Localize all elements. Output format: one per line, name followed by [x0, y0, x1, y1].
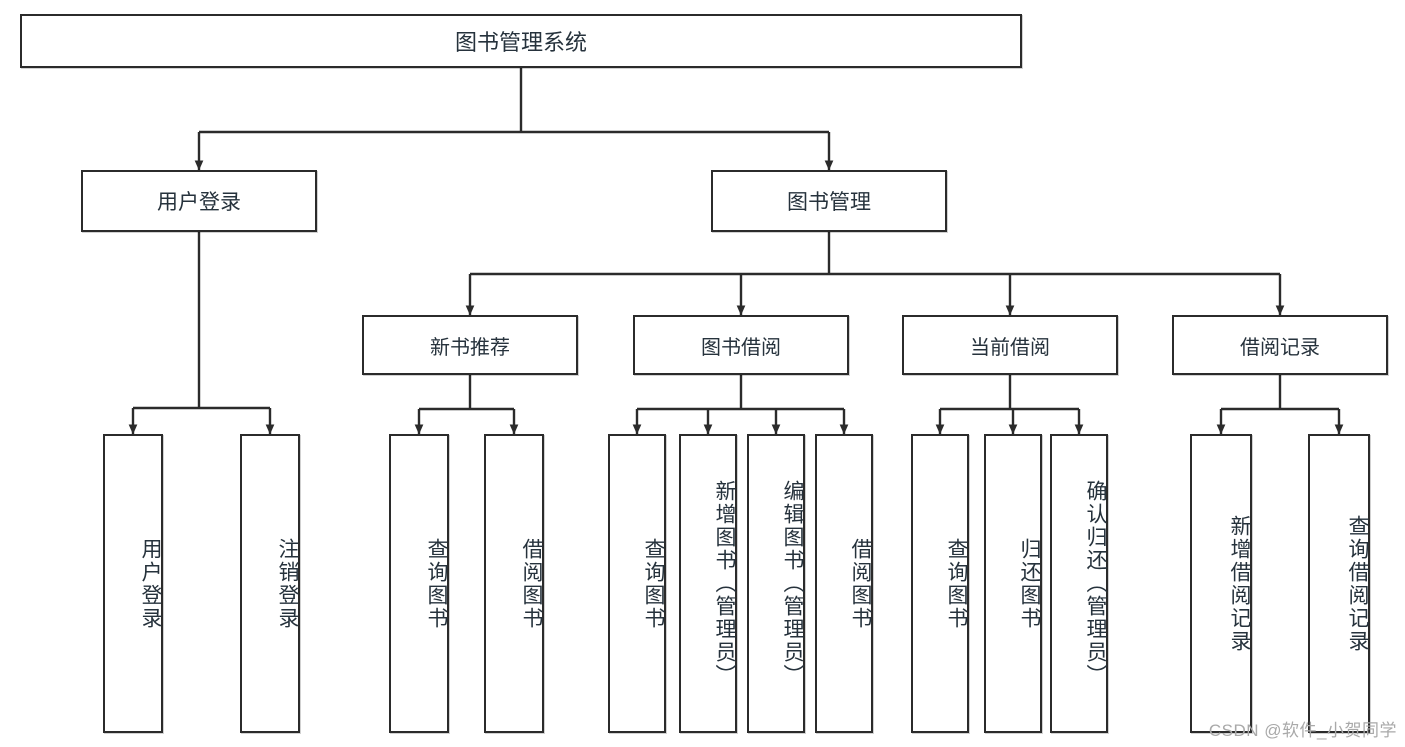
node-label: 用户登录 — [157, 191, 241, 214]
node-leaf-new-query[interactable]: 查询图书 — [389, 434, 449, 733]
node-label: 确认归还（管理员） — [1084, 480, 1107, 687]
node-label: 新增图书（管理员） — [713, 480, 736, 687]
node-leaf-user-logout[interactable]: 注销登录 — [240, 434, 300, 733]
node-label: 新增借阅记录 — [1228, 514, 1251, 653]
node-leaf-c-confirm[interactable]: 确认归还（管理员） — [1050, 434, 1108, 733]
node-label: 注销登录 — [276, 537, 299, 630]
node-label: 查询图书 — [945, 537, 968, 630]
node-leaf-b-borrow[interactable]: 借阅图书 — [815, 434, 873, 733]
node-leaf-b-query[interactable]: 查询图书 — [608, 434, 666, 733]
node-bookmgmt[interactable]: 图书管理 — [711, 170, 947, 232]
node-root[interactable]: 图书管理系统 — [20, 14, 1022, 68]
node-login[interactable]: 用户登录 — [81, 170, 317, 232]
node-label: 归还图书 — [1018, 537, 1041, 630]
node-label: 图书管理系统 — [454, 30, 587, 55]
node-leaf-r-query[interactable]: 查询借阅记录 — [1308, 434, 1370, 733]
node-label: 编辑图书（管理员） — [781, 480, 804, 687]
node-records[interactable]: 借阅记录 — [1172, 315, 1388, 375]
node-leaf-b-edit[interactable]: 编辑图书（管理员） — [747, 434, 805, 733]
node-leaf-b-add[interactable]: 新增图书（管理员） — [679, 434, 737, 733]
node-label: 查询图书 — [425, 537, 448, 630]
node-label: 当前借阅 — [970, 336, 1050, 359]
node-current[interactable]: 当前借阅 — [902, 315, 1118, 375]
node-borrow[interactable]: 图书借阅 — [633, 315, 849, 375]
node-leaf-user-login[interactable]: 用户登录 — [103, 434, 163, 733]
node-leaf-c-query[interactable]: 查询图书 — [911, 434, 969, 733]
node-label: 借阅图书 — [520, 537, 543, 630]
node-label: 查询借阅记录 — [1346, 514, 1369, 653]
node-label: 新书推荐 — [430, 336, 510, 359]
node-leaf-r-add[interactable]: 新增借阅记录 — [1190, 434, 1252, 733]
node-leaf-new-borrow[interactable]: 借阅图书 — [484, 434, 544, 733]
node-label: 借阅图书 — [849, 537, 872, 630]
node-label: 图书管理 — [787, 191, 871, 214]
node-label: 查询图书 — [642, 537, 665, 630]
node-label: 借阅记录 — [1240, 336, 1320, 359]
node-label: 用户登录 — [139, 537, 162, 630]
node-label: 图书借阅 — [701, 336, 781, 359]
node-leaf-c-return[interactable]: 归还图书 — [984, 434, 1042, 733]
node-newbooks[interactable]: 新书推荐 — [362, 315, 578, 375]
